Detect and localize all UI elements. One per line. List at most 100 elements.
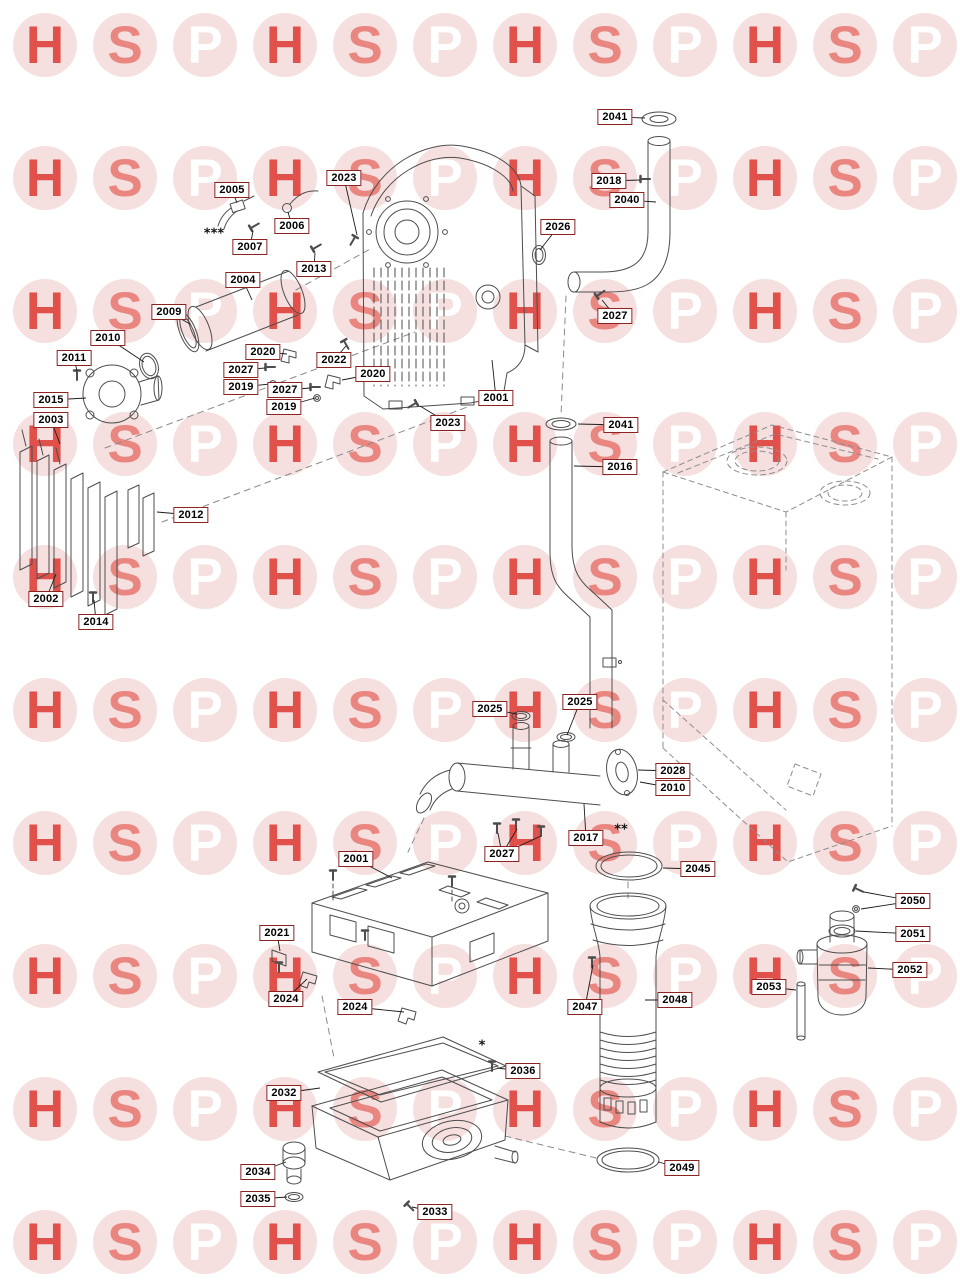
watermark-circle: S [333,678,397,742]
part-label-2013[interactable]: 2013 [296,261,332,277]
watermark-letter: H [505,1079,545,1139]
watermark-circle: P [173,1077,237,1141]
watermark-letter: H [25,946,65,1006]
part-label-2016[interactable]: 2016 [602,459,638,475]
part-label-2003[interactable]: 2003 [33,412,69,428]
watermark-circle: H [733,1210,797,1274]
part-label-2001[interactable]: 2001 [478,390,514,406]
watermark-letter: S [827,547,863,607]
watermark-circle: S [813,678,877,742]
watermark-circle: H [493,13,557,77]
part-label-2045[interactable]: 2045 [680,861,716,877]
watermark-letter: H [505,547,545,607]
part-label-2027[interactable]: 2027 [597,308,633,324]
watermark-circle: P [893,1077,957,1141]
part-label-2020[interactable]: 2020 [355,366,391,382]
asterisk-mark: * [478,1038,486,1054]
watermark-letter: H [745,1212,785,1272]
watermark-circle: H [13,944,77,1008]
part-label-2041[interactable]: 2041 [597,109,633,125]
part-label-2005[interactable]: 2005 [214,182,250,198]
part-label-2024[interactable]: 2024 [268,991,304,1007]
part-label-2020[interactable]: 2020 [245,344,281,360]
part-label-2023[interactable]: 2023 [326,170,362,186]
watermark-circle: S [333,13,397,77]
watermark-letter: H [505,15,545,75]
watermark-letter: H [25,281,65,341]
part-label-2025[interactable]: 2025 [562,694,598,710]
part-label-2006[interactable]: 2006 [274,218,310,234]
part-label-2007[interactable]: 2007 [232,239,268,255]
part-label-2041[interactable]: 2041 [603,417,639,433]
watermark-letter: S [827,15,863,75]
part-label-2053[interactable]: 2053 [751,979,787,995]
watermark-circle: P [173,811,237,875]
part-label-2009[interactable]: 2009 [151,304,187,320]
watermark-letter: H [265,547,305,607]
part-label-2040[interactable]: 2040 [609,192,645,208]
part-label-2015[interactable]: 2015 [33,392,69,408]
part-label-2019[interactable]: 2019 [266,399,302,415]
watermark-circle: P [653,13,717,77]
part-label-2052[interactable]: 2052 [892,962,928,978]
watermark-letter: S [107,281,143,341]
part-label-2032[interactable]: 2032 [266,1085,302,1101]
part-label-2010[interactable]: 2010 [90,330,126,346]
watermark-letter: H [25,1079,65,1139]
part-label-2027[interactable]: 2027 [223,362,259,378]
watermark-letter: S [827,148,863,208]
part-label-2035[interactable]: 2035 [240,1191,276,1207]
part-label-2051[interactable]: 2051 [895,926,931,942]
watermark-letter: H [25,680,65,740]
part-label-2048[interactable]: 2048 [657,992,693,1008]
part-label-2017[interactable]: 2017 [568,830,604,846]
watermark-letter: P [907,281,943,341]
watermark-circle: S [333,1210,397,1274]
part-label-2018[interactable]: 2018 [591,173,627,189]
part-label-2021[interactable]: 2021 [259,925,295,941]
watermark-letter: S [107,1212,143,1272]
watermark-circle: H [733,1077,797,1141]
part-label-2027[interactable]: 2027 [267,382,303,398]
part-label-2028[interactable]: 2028 [655,763,691,779]
part-label-2002[interactable]: 2002 [28,591,64,607]
watermark-letter: P [907,148,943,208]
watermark-circle: P [173,678,237,742]
watermark-letter: P [187,1079,223,1139]
watermark-letter: H [505,1212,545,1272]
asterisk-mark: ** [614,822,628,838]
watermark-circle: H [13,678,77,742]
part-label-2004[interactable]: 2004 [225,272,261,288]
part-label-2047[interactable]: 2047 [567,999,603,1015]
part-label-2019[interactable]: 2019 [223,379,259,395]
part-label-2024[interactable]: 2024 [337,999,373,1015]
watermark-circle: P [893,545,957,609]
watermark-circle: P [653,545,717,609]
part-label-2023[interactable]: 2023 [430,415,466,431]
part-label-2012[interactable]: 2012 [173,507,209,523]
watermark-circle: P [893,811,957,875]
watermark-circle: P [413,13,477,77]
part-label-2034[interactable]: 2034 [240,1164,276,1180]
watermark-letter: S [347,680,383,740]
part-label-2001[interactable]: 2001 [338,851,374,867]
watermark-letter: P [667,281,703,341]
part-label-2033[interactable]: 2033 [417,1204,453,1220]
part-label-2025[interactable]: 2025 [472,701,508,717]
watermark-circle: P [173,545,237,609]
watermark-circle: S [93,944,157,1008]
part-label-2036[interactable]: 2036 [505,1063,541,1079]
watermark-circle: S [813,1077,877,1141]
part-label-2027[interactable]: 2027 [484,846,520,862]
part-label-2022[interactable]: 2022 [316,352,352,368]
part-label-2049[interactable]: 2049 [664,1160,700,1176]
watermark-letter: P [907,547,943,607]
watermark-circle: S [93,811,157,875]
part-label-2050[interactable]: 2050 [895,893,931,909]
part-label-2014[interactable]: 2014 [78,614,114,630]
part-label-2011[interactable]: 2011 [56,350,92,366]
watermark-circle: S [813,545,877,609]
watermark-circle: S [333,545,397,609]
part-label-2026[interactable]: 2026 [540,219,576,235]
part-label-2010[interactable]: 2010 [655,780,691,796]
